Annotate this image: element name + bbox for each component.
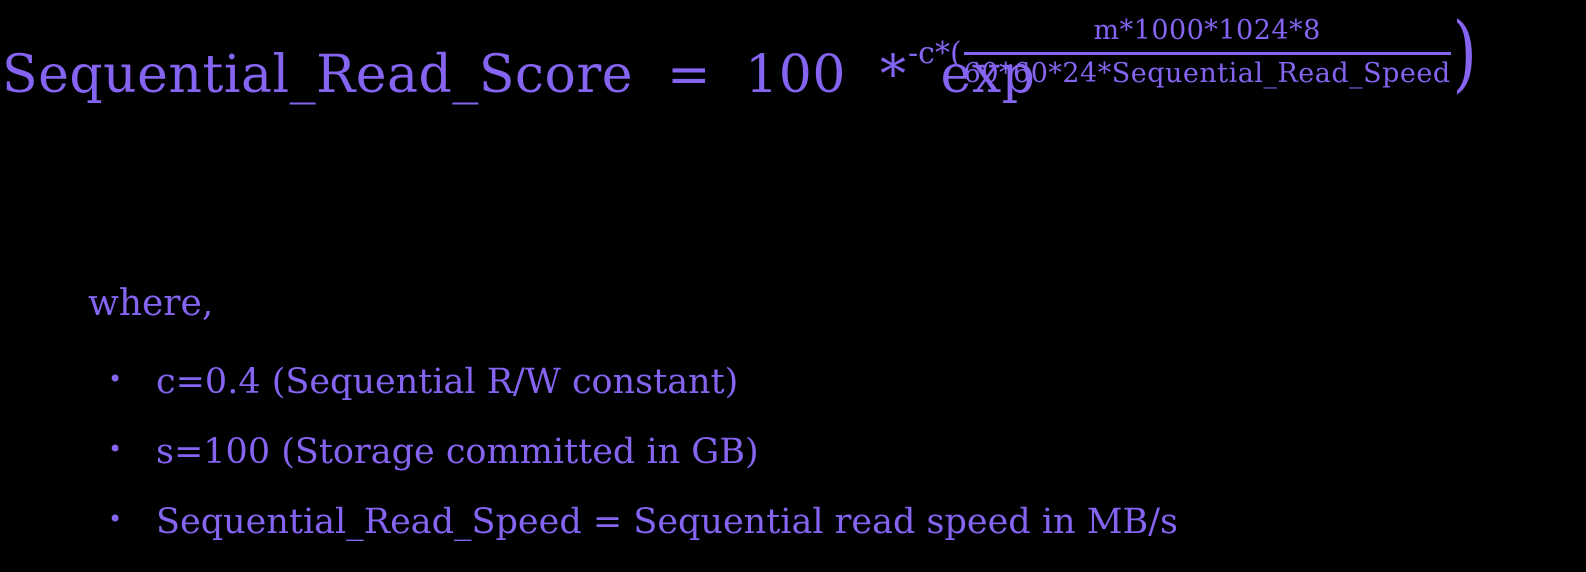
- fraction-numerator: m*1000*1024*8: [1093, 14, 1321, 46]
- fraction-denominator: 60*60*24*Sequential_Read_Speed: [963, 57, 1451, 89]
- list-item: • s=100 (Storage committed in GB): [108, 430, 1508, 500]
- bullet-icon: •: [108, 505, 123, 533]
- bullet-icon: •: [108, 435, 123, 463]
- definition-text: c=0.4 (Sequential R/W constant): [156, 362, 739, 402]
- bullet-icon: •: [108, 365, 123, 393]
- exponent-fraction: m*1000*1024*8 60*60*24*Sequential_Read_S…: [963, 14, 1451, 91]
- list-item: • Sequential_Read_Speed = Sequential rea…: [108, 500, 1508, 570]
- definitions-list: • c=0.4 (Sequential R/W constant) • s=10…: [108, 360, 1508, 570]
- exponent-closing-paren: ): [1452, 3, 1477, 102]
- definition-text: s=100 (Storage committed in GB): [156, 432, 759, 472]
- exponent-prefix: -c*(: [908, 36, 962, 71]
- formula-left-hand-side: Sequential_Read_Score = 100 * exp: [2, 45, 1036, 105]
- where-label: where,: [88, 283, 214, 324]
- definition-text: Sequential_Read_Speed = Sequential read …: [156, 502, 1179, 542]
- list-item: • c=0.4 (Sequential R/W constant): [108, 360, 1508, 430]
- formula-exponent: -c*( m*1000*1024*8 60*60*24*Sequential_R…: [908, 0, 1477, 104]
- fraction-bar: [963, 51, 1451, 55]
- formula-equation-row: Sequential_Read_Score = 100 * exp -c*( m…: [0, 0, 1586, 130]
